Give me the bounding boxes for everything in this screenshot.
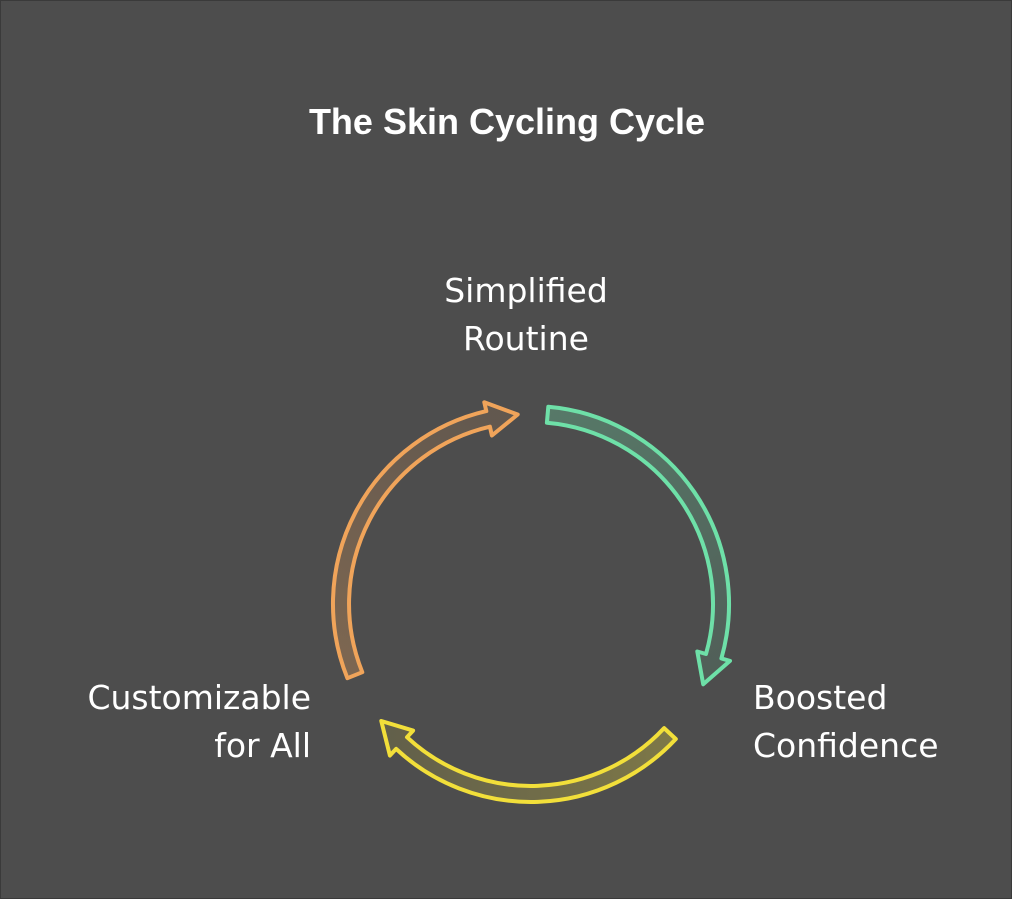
arrow-green xyxy=(544,404,732,687)
arrow-orange xyxy=(331,400,520,681)
stage-label-line: Boosted xyxy=(753,678,888,717)
stage-label-simplified-routine: Simplified Routine xyxy=(376,267,676,363)
arrow-yellow xyxy=(379,719,678,804)
stage-label-customizable-for-all: Customizable for All xyxy=(11,674,311,770)
stage-label-line: for All xyxy=(214,726,311,765)
stage-label-line: Customizable xyxy=(87,678,311,717)
stage-label-line: Routine xyxy=(463,319,589,358)
stage-label-line: Simplified xyxy=(444,271,608,310)
diagram-title: The Skin Cycling Cycle xyxy=(308,101,706,142)
stage-label-line: Confidence xyxy=(753,726,939,765)
stage-label-boosted-confidence: Boosted Confidence xyxy=(753,674,1003,770)
